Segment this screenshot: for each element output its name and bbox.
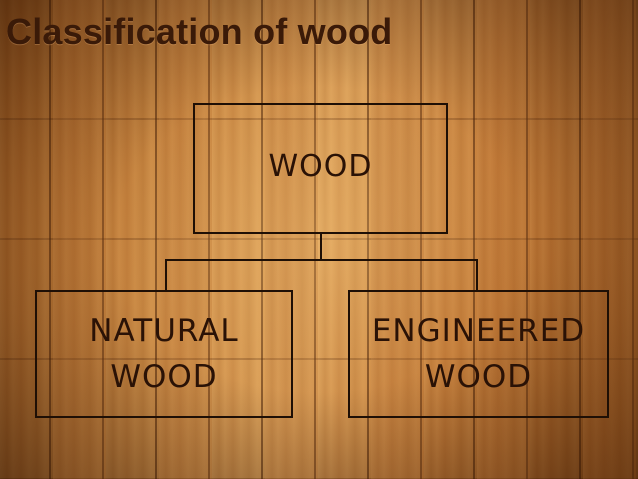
connector-horizontal-bar [165, 259, 478, 261]
node-wood: WOOD [193, 103, 448, 234]
slide-title: Classification of wood [6, 11, 393, 52]
node-engineered-wood: ENGINEERED WOOD [348, 290, 609, 418]
node-natural-wood: NATURAL WOOD [35, 290, 293, 418]
connector-root-stem [320, 234, 322, 260]
node-natural-wood-label: NATURAL WOOD [89, 313, 239, 395]
node-engineered-wood-label: ENGINEERED WOOD [371, 313, 586, 395]
connector-left-drop [165, 259, 167, 290]
connector-right-drop [476, 259, 478, 290]
node-wood-label: WOOD [268, 149, 373, 184]
